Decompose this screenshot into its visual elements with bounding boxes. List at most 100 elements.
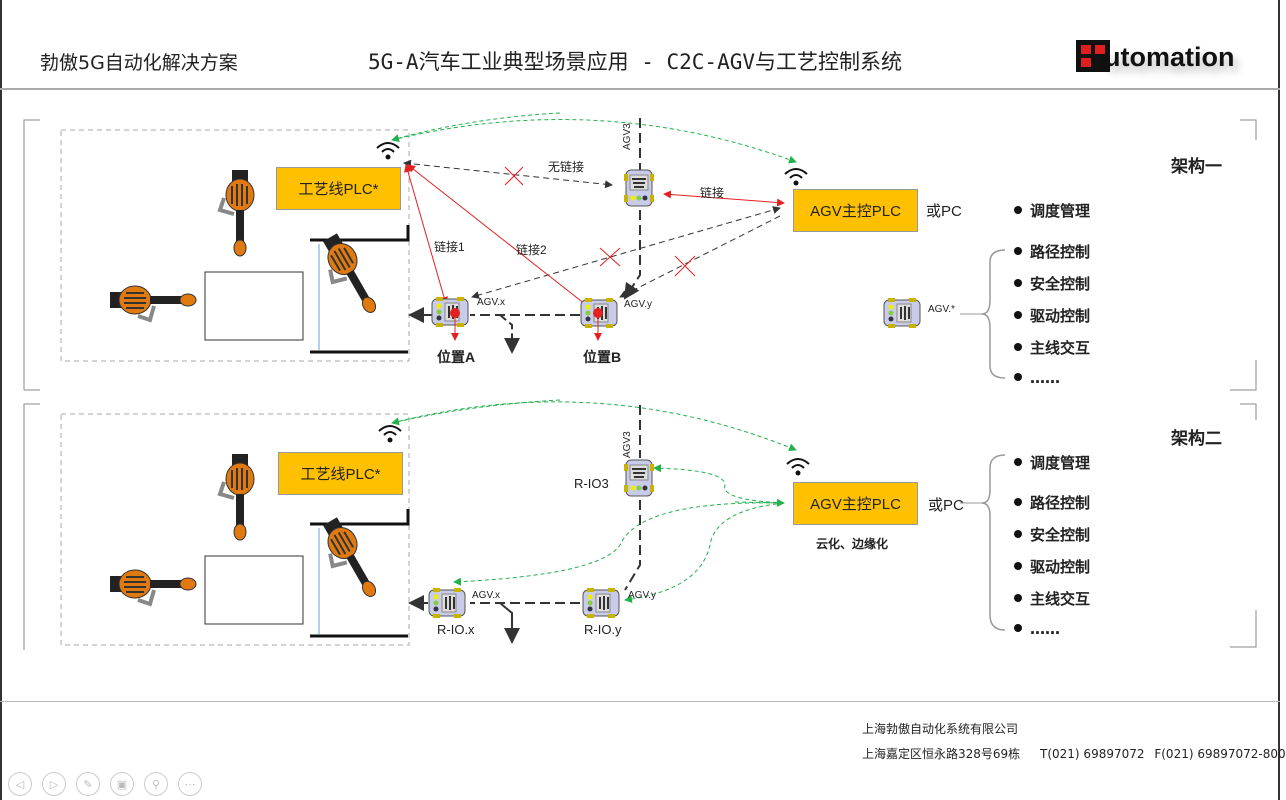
bullet-icon xyxy=(1014,623,1022,632)
logo-mark xyxy=(1076,40,1110,72)
wireless-link xyxy=(624,502,785,604)
wireless-link xyxy=(453,502,785,586)
bullet-icon xyxy=(1014,457,1022,466)
work-table xyxy=(204,271,304,341)
robot-icon xyxy=(310,228,388,324)
bullet-icon xyxy=(1014,593,1022,602)
agv-master-plc: AGV主控PLC xyxy=(793,189,918,232)
rio-x-label: R-IO.x xyxy=(437,622,475,637)
bullet-icon xyxy=(1014,497,1022,506)
list-item: 安全控制 xyxy=(1014,273,1090,294)
workcell-boundary xyxy=(60,413,410,646)
link-label: 链接 xyxy=(700,186,725,200)
curly-brace xyxy=(981,454,1006,631)
branch-track xyxy=(499,602,520,644)
logo-square xyxy=(1081,45,1091,54)
robot-icon xyxy=(108,568,198,606)
brand-label: 勃傲5G自动化解决方案 xyxy=(40,52,238,74)
list-item: 驱动控制 xyxy=(1014,305,1090,326)
list-item: …… xyxy=(1014,620,1060,638)
address-text: 上海嘉定区恒永路328号69栋 xyxy=(862,747,1021,761)
agv-y-vehicle xyxy=(582,587,620,619)
position-a-label: 位置A xyxy=(437,349,476,365)
bullet-icon xyxy=(1014,246,1022,255)
agv-generic-label: AGV.* xyxy=(928,304,955,315)
pen-tool-button[interactable]: ✎ xyxy=(76,772,100,796)
bullet-icon xyxy=(1014,372,1022,381)
agv-generic-vehicle xyxy=(883,297,921,329)
link-line xyxy=(663,190,785,207)
agv-track xyxy=(624,500,641,591)
robot-icon xyxy=(218,452,256,542)
agv-y-label: AGV.y xyxy=(624,299,652,310)
more-options-button[interactable]: ⋯ xyxy=(178,772,202,796)
bullet-icon xyxy=(1014,205,1022,214)
prev-slide-button[interactable]: ◁ xyxy=(8,772,32,796)
rio-y-label: R-IO.y xyxy=(584,622,622,637)
robot-icon xyxy=(218,168,256,258)
position-b-label: 位置B xyxy=(583,349,622,365)
rio3-label: R-IO3 xyxy=(574,476,609,491)
phone-text: T(021) 69897072 xyxy=(1040,747,1145,761)
process-line-plc: 工艺线PLC* xyxy=(278,452,403,495)
agv3-vehicle xyxy=(623,459,655,497)
list-item: 主线交互 xyxy=(1014,337,1090,358)
cross-mark xyxy=(674,255,696,277)
header-divider xyxy=(0,88,1280,90)
curly-brace xyxy=(981,249,1006,379)
wireless-link xyxy=(734,498,785,507)
robot-icon xyxy=(108,284,198,322)
wireless-link xyxy=(391,119,797,164)
no-link-line xyxy=(619,215,781,298)
slide-title: 5G-A汽车工业典型场景应用 - C2C-AGV与工艺控制系统 xyxy=(368,50,903,74)
agv-master-plc: AGV主控PLC xyxy=(793,482,918,525)
section-bracket xyxy=(1230,403,1257,648)
list-item: 路径控制 xyxy=(1014,492,1090,513)
bullet-icon xyxy=(1014,561,1022,570)
window-border-left xyxy=(0,0,2,800)
arch1-title: 架构一 xyxy=(1171,157,1222,177)
station-wall xyxy=(310,509,410,526)
process-line-plc: 工艺线PLC* xyxy=(276,167,401,210)
logo-square xyxy=(1081,58,1091,67)
work-table xyxy=(204,555,304,625)
company-address: 上海嘉定区恒永路328号69栋 T(021) 69897072 F(021) 6… xyxy=(862,745,1286,762)
or-pc-label: 或PC xyxy=(928,497,964,514)
logo-text: utomation xyxy=(1104,42,1235,72)
zoom-button[interactable]: ⚲ xyxy=(144,772,168,796)
cross-mark xyxy=(504,166,524,186)
wifi-icon xyxy=(376,142,400,161)
robot-icon xyxy=(310,512,388,608)
bullet-icon xyxy=(1014,342,1022,351)
bullet-icon xyxy=(1014,310,1022,319)
agv-x-vehicle xyxy=(428,587,466,619)
wifi-icon xyxy=(378,425,402,444)
next-slide-button[interactable]: ▷ xyxy=(42,772,66,796)
or-pc-label: 或PC xyxy=(926,203,962,220)
link1-label: 链接1 xyxy=(434,240,465,254)
agv-track xyxy=(623,210,641,300)
cross-mark xyxy=(599,247,621,267)
section-bracket xyxy=(23,403,40,650)
section-bracket xyxy=(1230,119,1257,391)
automation-logo: utomation xyxy=(1076,40,1246,76)
section-bracket xyxy=(23,119,40,391)
branch-track xyxy=(499,314,520,354)
logo-square xyxy=(1095,45,1105,54)
agv3-vehicle xyxy=(623,169,655,207)
bullet-icon xyxy=(1014,278,1022,287)
no-link-label: 无链接 xyxy=(548,160,585,174)
link1-line xyxy=(404,164,448,305)
list-item: 调度管理 xyxy=(1014,452,1090,473)
window-border-right xyxy=(1278,0,1280,800)
arch2-title: 架构二 xyxy=(1171,429,1222,449)
footer-divider xyxy=(0,701,1280,702)
slide-sorter-button[interactable]: ▣ xyxy=(110,772,134,796)
link2-label: 链接2 xyxy=(516,243,547,257)
agv-x-label: AGV.x xyxy=(472,590,500,601)
list-item: 调度管理 xyxy=(1014,200,1090,221)
agv-x-vehicle xyxy=(431,296,469,328)
bullet-icon xyxy=(1014,529,1022,538)
wifi-icon xyxy=(786,458,810,477)
